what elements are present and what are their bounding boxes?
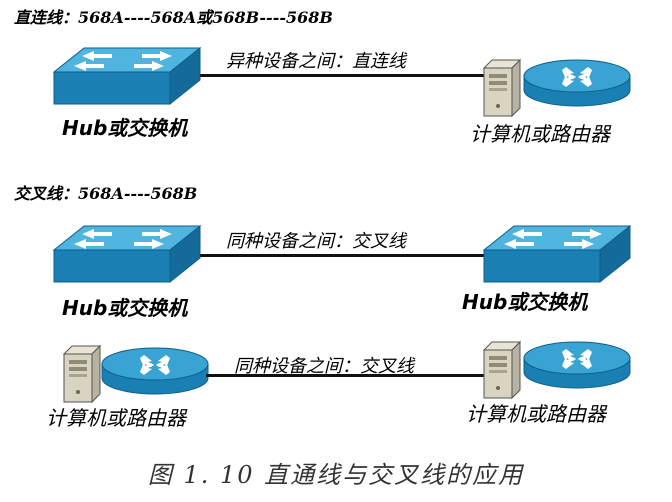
computer-icon <box>483 59 521 117</box>
crossover-cable-1 <box>200 254 486 257</box>
crossover-row2-right-device-label: 计算机或路由器 <box>466 402 606 426</box>
computer-icon <box>63 345 101 403</box>
router-icon <box>523 59 631 107</box>
computer-icon <box>483 341 521 399</box>
crossover-row1-right-device-label: Hub或交换机 <box>462 290 588 314</box>
crossover-link-label-1: 同种设备之间：交叉线 <box>226 231 406 252</box>
crossover-link-label-2: 同种设备之间：交叉线 <box>234 356 414 377</box>
straight-heading: 直连线：568A----568A或568B----568B <box>14 8 333 27</box>
router-icon <box>523 341 631 389</box>
switch-icon <box>483 225 631 283</box>
straight-right-device-label: 计算机或路由器 <box>470 122 610 146</box>
straight-cable <box>200 74 492 77</box>
straight-left-device-label: Hub或交换机 <box>62 116 188 140</box>
switch-icon <box>53 47 201 105</box>
straight-link-label: 异种设备之间：直连线 <box>226 51 406 72</box>
crossover-heading: 交叉线：568A----568B <box>14 184 198 203</box>
router-icon <box>101 347 209 395</box>
crossover-row2-left-device-label: 计算机或路由器 <box>46 406 186 430</box>
switch-icon <box>53 225 201 283</box>
figure-caption: 图 1. 10 直通线与交叉线的应用 <box>147 461 525 489</box>
crossover-row1-left-device-label: Hub或交换机 <box>62 296 188 320</box>
crossover-cable-2 <box>206 374 486 377</box>
